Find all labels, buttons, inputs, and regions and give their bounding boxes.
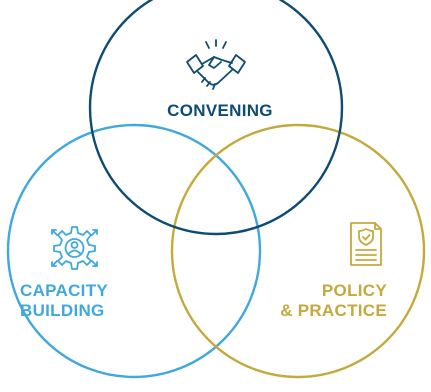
handshake-icon: [186, 39, 246, 90]
label-policy-line2: & PRACTICE: [280, 301, 387, 320]
label-capacity-building: CAPACITY BUILDING: [20, 281, 150, 321]
label-policy-line1: POLICY: [321, 281, 387, 300]
label-convening: CONVENING: [150, 101, 290, 121]
label-convening-text: CONVENING: [167, 101, 273, 120]
label-capacity-line1: CAPACITY: [20, 281, 109, 300]
circle-convening: [88, 0, 344, 236]
policy-document-icon: [350, 222, 382, 266]
label-capacity-line2: BUILDING: [20, 301, 105, 320]
circle-policy-practice: [170, 123, 426, 379]
label-policy-practice: POLICY & PRACTICE: [262, 281, 387, 321]
gear-person-icon: [51, 226, 98, 270]
circle-capacity-building: [6, 123, 262, 379]
